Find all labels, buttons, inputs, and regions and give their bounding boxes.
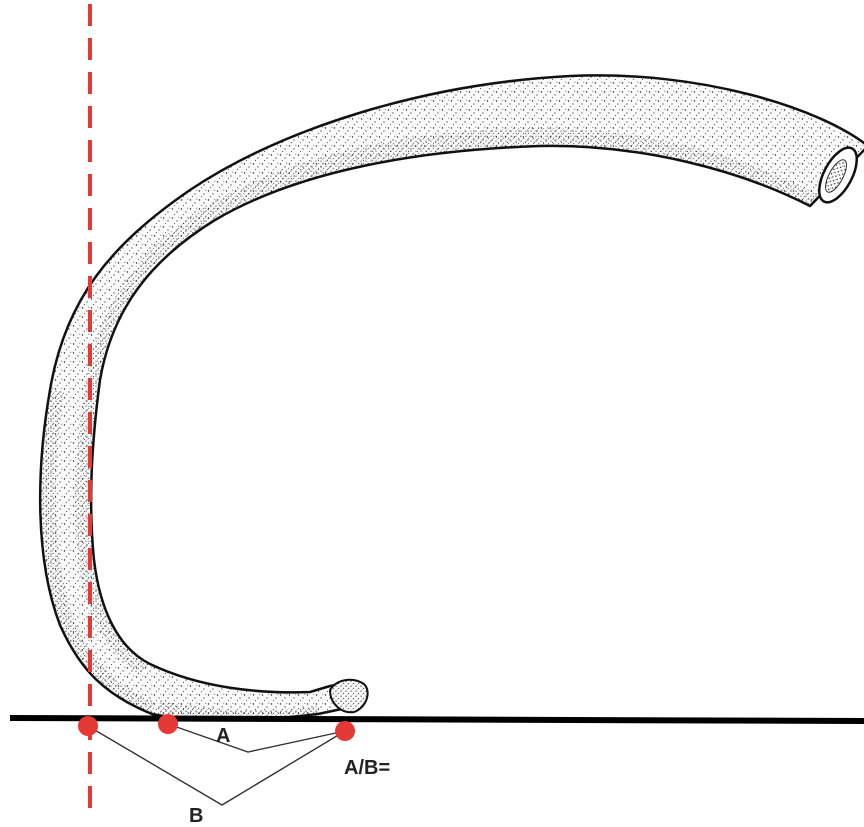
landmark-point-right — [335, 721, 355, 741]
baseline — [10, 718, 864, 721]
leader-line-a — [168, 724, 345, 752]
rib-bone — [40, 75, 864, 721]
label-b: B — [189, 805, 203, 827]
landmark-point-middle — [158, 714, 178, 734]
landmark-point-left — [78, 716, 98, 736]
ratio-label: A/B= — [344, 757, 390, 779]
label-a: A — [216, 725, 230, 747]
